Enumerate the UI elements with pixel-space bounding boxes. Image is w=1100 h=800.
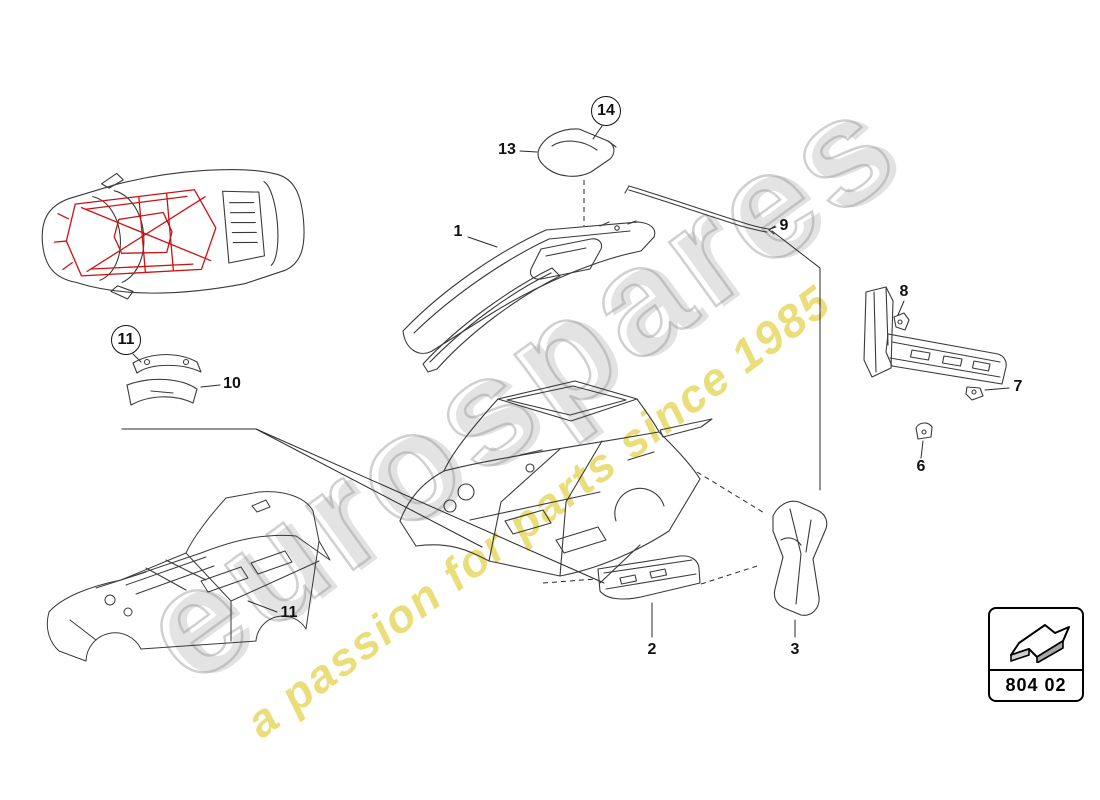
- part-code: 804 02: [1005, 675, 1067, 695]
- bracket-parts-drawing: [126, 353, 202, 406]
- roof-trim-panel-drawing: [537, 128, 617, 177]
- callout-7[interactable]: 7: [1013, 378, 1023, 395]
- car-top-view-drawing: [41, 169, 305, 300]
- side-sill-panel-drawing: [863, 286, 1007, 440]
- callout-3[interactable]: 3: [790, 641, 800, 658]
- callout-6[interactable]: 6: [916, 458, 926, 475]
- body-shell-main-drawing: [399, 380, 713, 584]
- callout-11[interactable]: 11: [280, 604, 298, 621]
- callout-9[interactable]: 9: [779, 217, 789, 234]
- callout-2[interactable]: 2: [647, 641, 657, 658]
- part-code-badge: 804 02: [988, 607, 1084, 702]
- leader-lines: [121, 125, 1010, 638]
- body-shell-front-drawing: [46, 491, 331, 662]
- callout-10[interactable]: 10: [223, 375, 241, 392]
- roof-panel-drawing: [402, 220, 656, 373]
- assembly-dashed-lines: [542, 180, 767, 585]
- callout-13[interactable]: 13: [498, 141, 516, 158]
- a-pillar-panel-drawing: [772, 500, 828, 616]
- roof-seal-strip-drawing: [624, 185, 776, 235]
- callout-8[interactable]: 8: [899, 283, 909, 300]
- callout-11-circled[interactable]: 11: [111, 325, 141, 355]
- callout-1[interactable]: 1: [453, 223, 463, 240]
- rocker-sill-part-drawing: [597, 555, 701, 600]
- body-panel-arrow-icon: [990, 609, 1082, 671]
- callout-14-circled[interactable]: 14: [591, 96, 621, 126]
